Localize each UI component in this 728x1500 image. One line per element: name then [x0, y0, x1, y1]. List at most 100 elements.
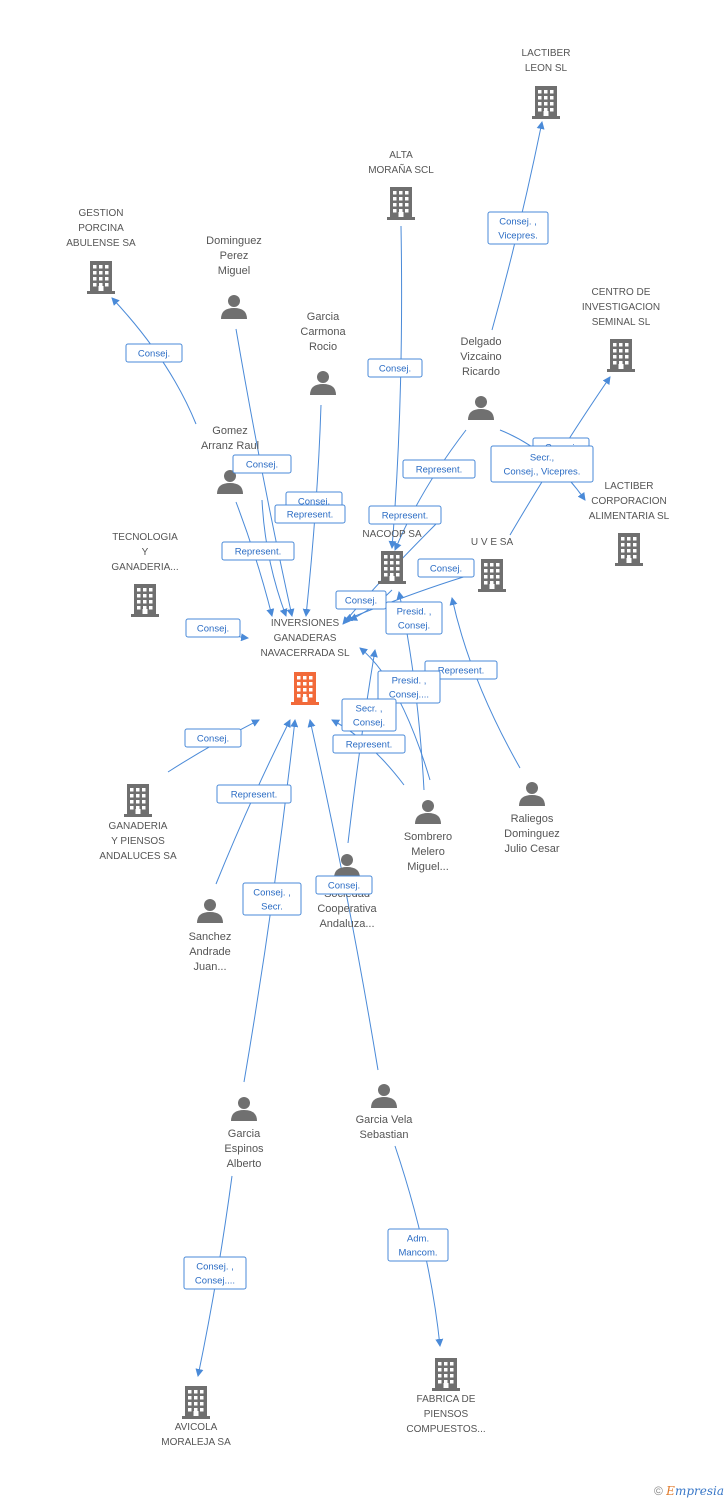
edge-e-vela-inv [307, 719, 379, 1071]
empresia-logo: © Empresia [654, 1484, 724, 1498]
edge-label-box [424, 660, 498, 680]
node-label: Delgado [461, 336, 502, 348]
edge-label-e-sanchez-inv[interactable]: Represent. [216, 784, 292, 804]
edge-label-e-nacoop-inv[interactable]: Represent. [368, 505, 442, 525]
node-label: MORALEJA SA [161, 1437, 231, 1448]
node-label: COMPUESTOS... [406, 1424, 485, 1435]
node-label: GANADERIA [109, 821, 168, 832]
edge-label-e-alta-nacoop[interactable]: Consej. [367, 358, 423, 378]
node-sombrero[interactable]: SombreroMeleroMiguel... [404, 800, 452, 873]
edge-label-e-delgado-lactiber-leon[interactable]: Consej. ,Vicepres. [487, 211, 549, 245]
node-label: Vizcaino [460, 351, 501, 363]
node-label: Garcia [307, 311, 340, 323]
edge-label-e-delgado-corporacion[interactable]: Secr., Consej., Vicepres. [490, 445, 594, 483]
node-label: Dominguez [504, 828, 560, 840]
edge-label-e-sombrero-nacoop[interactable]: Presid. ,Consej. [385, 601, 443, 635]
node-label: LACTIBER [605, 481, 654, 492]
edge-label-e-sociedad-inv[interactable]: Secr. ,Consej. [341, 698, 397, 732]
node-tecnologia[interactable]: TECNOLOGIAYGANADERIA... [111, 532, 179, 617]
person-icon [334, 854, 360, 878]
node-label: Sanchez [189, 931, 232, 943]
edge-label-e-vela-fabrica[interactable]: Adm.Mancom. [387, 1228, 449, 1262]
edge-label-e-ganaderia-inv[interactable]: Consej. [184, 728, 242, 748]
node-label: Gomez [212, 425, 247, 437]
node-label: FABRICA DE [417, 1394, 476, 1405]
edge-label-text: Consej. , [499, 217, 537, 228]
node-ganaderia-piensos[interactable]: GANADERIA Y PIENSOS ANDALUCES SA [99, 784, 177, 862]
edge-label-text: Consej., Vicepres. [504, 467, 581, 478]
node-label: CENTRO DE [592, 287, 651, 298]
edge-label-text: Secr., [530, 453, 554, 464]
edge-label-e-gomez-inv-2[interactable]: Represent. [221, 541, 295, 561]
node-label: Cooperativa [317, 903, 377, 915]
node-label: Arranz Raul [201, 440, 259, 452]
node-label: PORCINA [78, 223, 124, 234]
edge-label-text: Consej.... [389, 690, 429, 701]
edge-label-text: Consej. [197, 734, 229, 745]
node-label: Y PIENSOS [111, 836, 165, 847]
edge-label-e-gomez-gestion[interactable]: Consej. [125, 343, 183, 363]
node-label: Garcia [228, 1128, 261, 1140]
edge-line [235, 328, 295, 617]
edge-label-e-delgado-nacoop[interactable]: Represent. [402, 459, 476, 479]
edge-label-e-tecnologia-inv[interactable]: Consej. [185, 618, 241, 638]
edge-label-e-espinos-inv[interactable]: Consej. ,Secr. [242, 882, 302, 916]
edge-label-e-espinos-avicola[interactable]: Consej. ,Consej.... [183, 1256, 247, 1290]
edge-label-box [490, 445, 594, 483]
building-icon [607, 339, 635, 372]
edge-label-e-vela-inv[interactable]: Consej. [315, 875, 373, 895]
node-label: Y [142, 547, 149, 558]
edge-e-dominguez-inv [235, 328, 295, 617]
edge-label-text: Represent. [438, 666, 484, 677]
edge-label-text: Presid. , [392, 676, 427, 687]
edge-label-text: Consej. [353, 718, 385, 729]
node-label: ABULENSE SA [66, 238, 136, 249]
node-label: TECNOLOGIA [112, 532, 178, 543]
edge-label-text: Consej. [246, 460, 278, 471]
edge-label-text: Consej. , [253, 888, 291, 899]
node-sanchez[interactable]: SanchezAndradeJuan... [189, 899, 232, 973]
person-icon [519, 782, 545, 806]
node-label: SEMINAL SL [592, 317, 651, 328]
edge-label-e-sombrero-inv[interactable]: Presid. , Consej.... [377, 670, 441, 704]
edge-label-e-sombrero-inv-2[interactable]: Represent. [332, 734, 406, 754]
node-label: Espinos [224, 1143, 264, 1155]
edge-label-e-dominguez-inv[interactable]: Represent. [274, 504, 346, 524]
edge-label-e-raliegos-uve[interactable]: Represent. [424, 660, 498, 680]
person-icon [197, 899, 223, 923]
node-uve[interactable]: U V E SA [471, 537, 514, 592]
node-fabrica[interactable]: FABRICA DEPIENSOSCOMPUESTOS... [406, 1358, 486, 1435]
edge-label-text: Represent. [416, 465, 462, 476]
edge-label-e-uve-inv[interactable]: Consej. [417, 558, 475, 578]
edge-label-box [377, 670, 441, 704]
edge-label-box [184, 728, 242, 748]
edge-line [449, 597, 521, 769]
node-label: NAVACERRADA SL [260, 648, 350, 659]
node-label: Andrade [189, 946, 231, 958]
building-icon [432, 1358, 460, 1391]
node-nacoop[interactable]: NACOOP SA [362, 529, 422, 584]
node-label: Melero [411, 846, 445, 858]
node-label: ANDALUCES SA [99, 851, 177, 862]
node-label: Julio Cesar [504, 843, 559, 855]
building-icon [87, 261, 115, 294]
edge-label-e-gomez-inv[interactable]: Consej. [232, 454, 292, 474]
edge-line [388, 225, 403, 549]
building-icon [131, 584, 159, 617]
edge-label-e-nacoop-inv-2[interactable]: Consej. [335, 590, 387, 610]
